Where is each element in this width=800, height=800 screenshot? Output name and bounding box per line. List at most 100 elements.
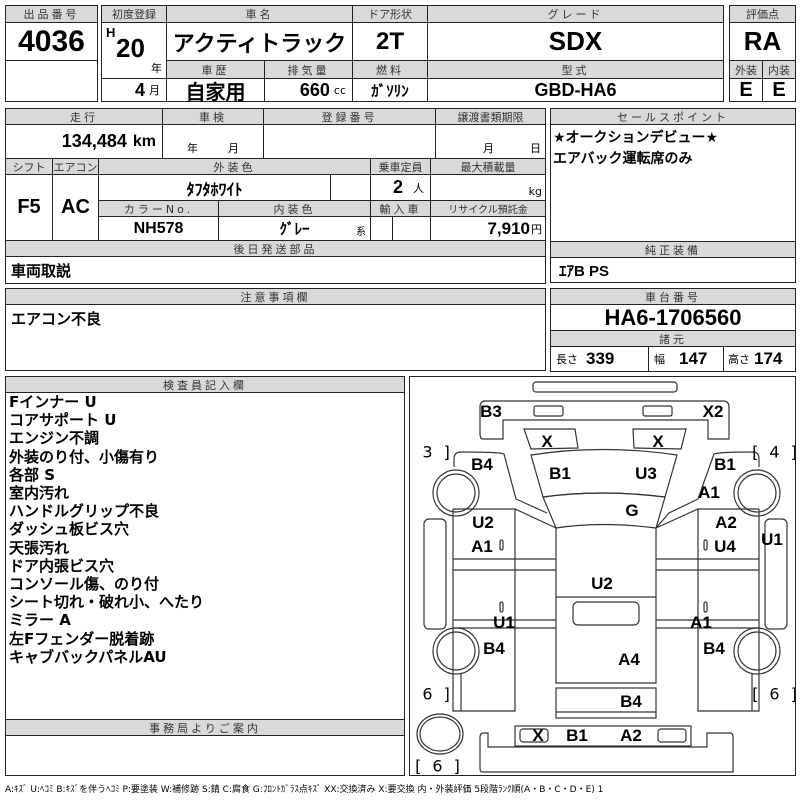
displacement-value: 660 xyxy=(299,79,330,100)
damage-mark: A1 xyxy=(690,613,712,632)
inspector-note: 天張汚れ xyxy=(9,538,70,557)
grade-label: グレード xyxy=(427,5,724,23)
year-unit: 年 xyxy=(151,62,162,75)
transfer-day-unit: 日 xyxy=(530,142,541,155)
first-reg-label: 初度登録 xyxy=(101,5,167,23)
max-load-label: 最大積載量 xyxy=(430,158,546,175)
int-score: E xyxy=(762,78,796,102)
grade: SDX xyxy=(427,22,724,61)
damage-mark: U2 xyxy=(591,574,613,593)
damage-mark: A1 xyxy=(471,537,493,556)
inspection-label: 車検 xyxy=(162,108,264,125)
damage-mark: U3 xyxy=(635,464,657,483)
int-color-unit: 系 xyxy=(356,227,366,238)
height-value: 174 xyxy=(754,349,783,368)
damage-mark: U1 xyxy=(761,530,783,549)
car-name: アクティトラック xyxy=(166,22,353,61)
import-label: 輸入車 xyxy=(370,200,431,217)
fuel: ｶﾞｿﾘﾝ xyxy=(352,78,428,102)
inspector-note: シート切れ・破れ小、へたり xyxy=(9,593,205,612)
chassis-label: 車台番号 xyxy=(550,288,796,305)
reg-no-label: 登録番号 xyxy=(263,108,436,125)
office-label: 事務局よりご案内 xyxy=(5,719,405,736)
inspector-note: 左Fフェンダー脱着跡 xyxy=(9,629,155,648)
damage-mark: A4 xyxy=(618,650,640,669)
notes-label: 注意事項欄 xyxy=(5,288,546,305)
recycle-value: 7,910 xyxy=(487,218,530,238)
first-reg-year: H 20 年 xyxy=(101,22,167,79)
inspector-note: 外装のり付、小傷有り xyxy=(9,447,160,466)
color-no-label: カラーNo. xyxy=(98,200,219,217)
spec-length: 長さ 339 xyxy=(550,346,649,372)
door-label: ドア形状 xyxy=(352,5,428,23)
damage-mark: X xyxy=(541,432,553,451)
fuel-label: 燃料 xyxy=(352,60,428,79)
later-parts: 車両取説 xyxy=(5,256,546,284)
damage-mark: G xyxy=(625,501,639,520)
damage-mark: A1 xyxy=(698,483,720,502)
recycle-label: リサイクル預託金 xyxy=(430,200,546,217)
damage-mark: U4 xyxy=(714,537,736,556)
width-label: 幅 xyxy=(654,353,665,366)
inspection: 年月 xyxy=(162,124,264,159)
lot-label: 出品番号 xyxy=(5,5,98,23)
transfer-label: 譲渡書類期限 xyxy=(435,108,546,125)
ac-label: エアコン xyxy=(52,158,99,175)
capacity-label: 乗車定員 xyxy=(370,158,431,175)
ac: AC xyxy=(52,174,99,241)
door-type: 2T xyxy=(352,22,428,61)
month: 4 xyxy=(134,79,145,100)
height-label: 高さ xyxy=(728,353,750,366)
max-load: kg xyxy=(430,174,546,201)
lot-blank xyxy=(5,60,98,102)
length-value: 339 xyxy=(586,349,615,368)
inspector-note: Fインナー U xyxy=(9,393,97,411)
damage-mark: B4 xyxy=(483,639,505,658)
import-cell-1 xyxy=(370,216,393,241)
sales-point-line: エアバック運転席のみ xyxy=(553,151,693,167)
notes: エアコン不良 xyxy=(5,304,546,371)
int-color-value: ｸﾞﾚｰ xyxy=(279,221,310,238)
inspector-note: 室内汚れ xyxy=(9,484,70,503)
shift: F5 xyxy=(5,174,53,241)
year: 20 xyxy=(116,33,145,63)
displacement-label: 排気量 xyxy=(264,60,353,79)
damage-mark: U2 xyxy=(472,513,494,532)
color-no: NH578 xyxy=(98,216,219,241)
damage-mark: [ 3 ] xyxy=(409,442,453,462)
ext-score-label: 外装 xyxy=(729,60,763,79)
recycle-unit: 円 xyxy=(531,222,542,236)
spec-height: 高さ 174 xyxy=(723,346,796,372)
displacement-unit: cc xyxy=(333,83,346,97)
inspector-note: ミラー A xyxy=(9,611,71,630)
damage-mark: [ 6 ] xyxy=(415,756,463,776)
damage-mark: [ 6 ] xyxy=(752,684,796,704)
legend: A:ｷｽﾞ U:ﾍｺﾐ B:ｷｽﾞを伴うﾍｺﾐ P:要塗装 W:補修跡 S:錆 … xyxy=(5,785,604,795)
later-parts-label: 後日発送部品 xyxy=(5,240,546,257)
length-label: 長さ xyxy=(556,353,578,366)
damage-mark: B1 xyxy=(549,464,571,483)
ext-color: ﾀﾌﾀﾎﾜｲﾄ xyxy=(98,174,331,201)
damage-mark: B3 xyxy=(480,402,502,421)
int-color: ｸﾞﾚｰ 系 xyxy=(218,216,371,241)
history-label: 車歴 xyxy=(166,60,265,79)
capacity-value: 2 xyxy=(392,177,403,197)
ext-score: E xyxy=(729,78,763,102)
inspector-note: ダッシュ板ビス穴 xyxy=(9,520,130,539)
mileage-value: 134,484 xyxy=(61,131,127,151)
chassis-number: HA6-1706560 xyxy=(550,304,796,331)
car-name-label: 車名 xyxy=(166,5,353,23)
damage-mark: X2 xyxy=(702,402,724,421)
sales-point-line: ★オークションデビュー★ xyxy=(553,130,719,146)
ext-color-extra xyxy=(330,174,371,201)
damage-mark: U1 xyxy=(493,613,515,632)
inspector-note: エンジン不調 xyxy=(9,429,100,448)
inspector-note: コンソール傷、のり付 xyxy=(9,575,160,594)
damage-mark: [ 4 ] xyxy=(752,442,796,462)
damage-mark: X xyxy=(532,726,544,745)
